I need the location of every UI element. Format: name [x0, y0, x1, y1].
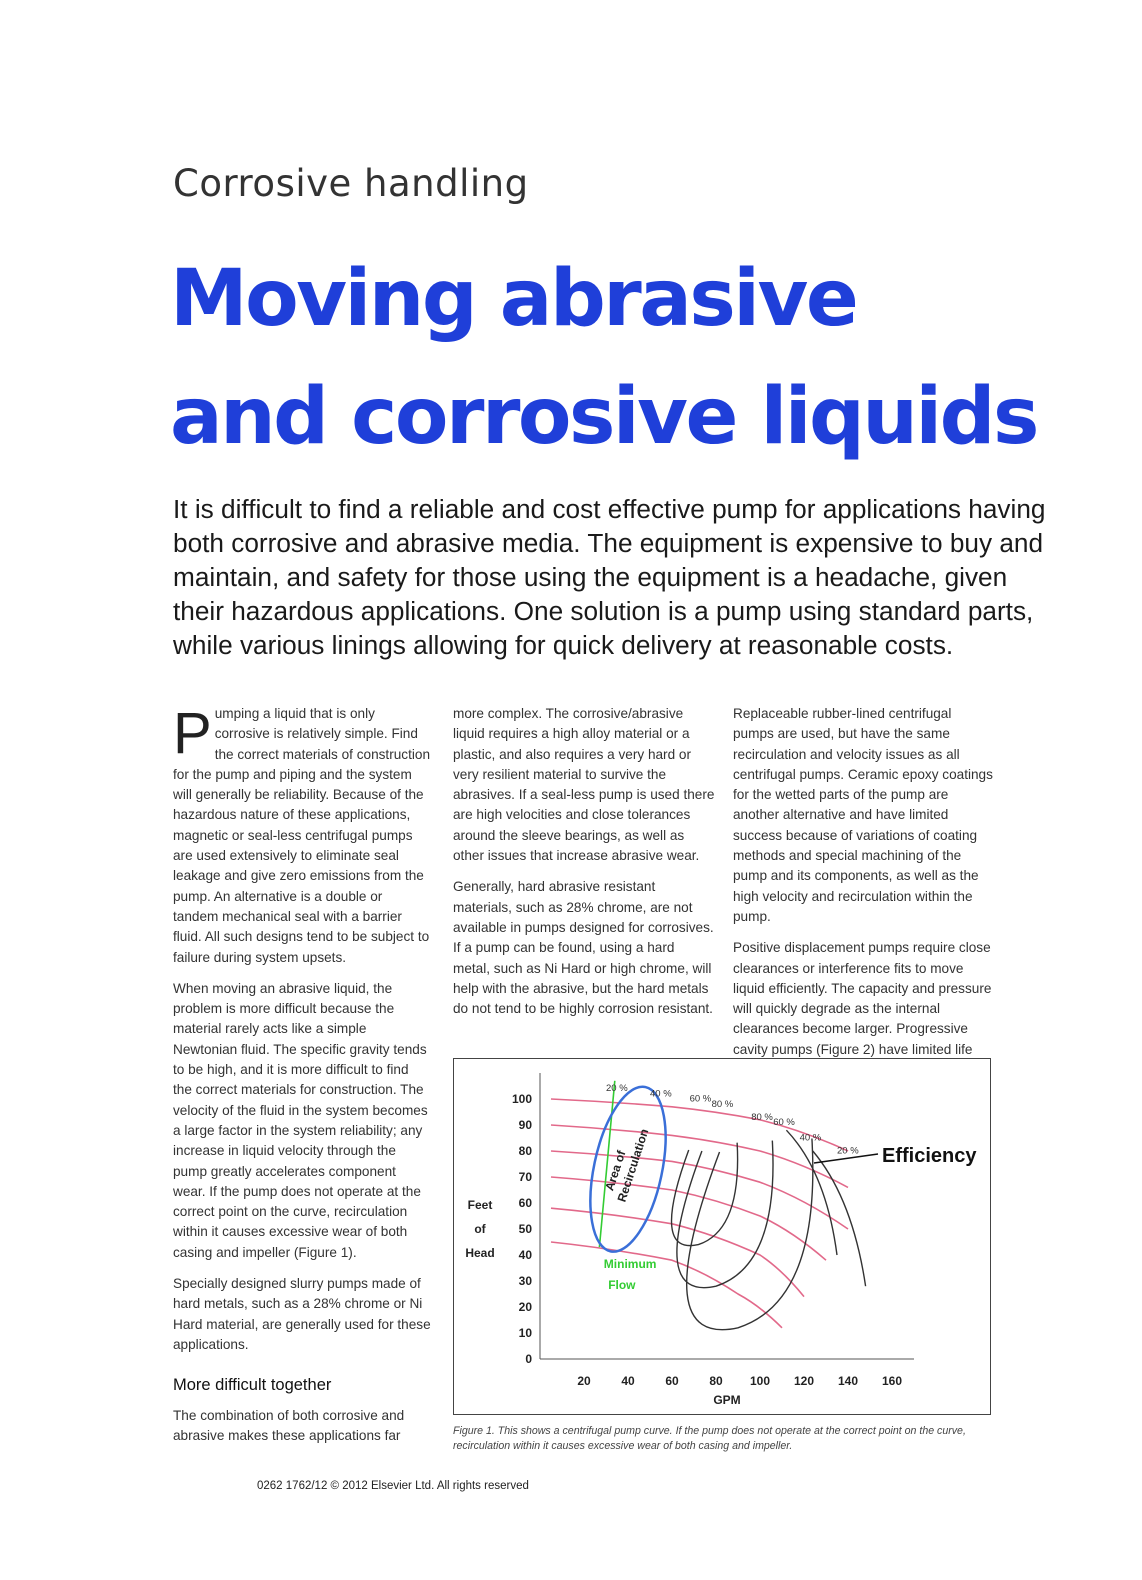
efficiency-percent-label: 80 % [712, 1099, 734, 1110]
efficiency-percent-label: 60 % [690, 1094, 712, 1105]
y-tick-label: 30 [519, 1274, 533, 1288]
footer-copyright: 0262 1762/12 © 2012 Elsevier Ltd. All ri… [257, 1480, 529, 1492]
x-tick-label: 60 [665, 1374, 679, 1388]
efficiency-curve [676, 1140, 774, 1289]
minimum-flow-line [598, 1080, 616, 1248]
y-tick-label: 50 [519, 1222, 533, 1236]
x-tick-label: 100 [750, 1374, 770, 1388]
min-flow-label-line1: Minimum [604, 1257, 657, 1271]
min-flow-label-line2: Flow [608, 1278, 636, 1292]
x-tick-label: 160 [882, 1374, 902, 1388]
head-curve [550, 1176, 827, 1261]
column-3: Replaceable rubber-lined centrifugal pum… [733, 704, 995, 1091]
pump-curve-chart: 0 10 20 30 40 50 60 70 80 90 100 20 40 60 80 100 120 140 1… [465, 1073, 977, 1407]
efficiency-curve [812, 1150, 867, 1287]
head-curve [550, 1150, 849, 1230]
paragraph: more complex. The corrosive/abrasive liq… [453, 706, 715, 864]
y-tick-label: 80 [519, 1144, 533, 1158]
section-label: Corrosive handling [173, 162, 529, 205]
subheading: More difficult together [173, 1376, 332, 1395]
drop-cap: P [173, 701, 212, 766]
x-tick-label: 120 [794, 1374, 814, 1388]
efficiency-label: Efficiency [882, 1145, 977, 1167]
x-tick-label: 80 [709, 1374, 723, 1388]
y-tick-label: 20 [519, 1300, 533, 1314]
lead-paragraph: It is difficult to find a reliable and c… [173, 494, 1046, 660]
x-tick-label: 140 [838, 1374, 858, 1388]
efficiency-percent-label: 40 % [650, 1088, 672, 1099]
efficiency-percent-label: 40 % [800, 1133, 822, 1144]
article-title: Moving abrasive and corrosive liquids [170, 240, 1110, 476]
y-tick-label: 100 [512, 1092, 532, 1106]
y-axis-label-word: Head [465, 1246, 494, 1260]
y-tick-label: 90 [519, 1118, 533, 1132]
paragraph: The combination of both corrosive and ab… [173, 1407, 405, 1443]
y-tick-label: 10 [519, 1326, 533, 1340]
efficiency-arrow [813, 1153, 879, 1164]
paragraph: When moving an abrasive liquid, the prob… [173, 980, 428, 1260]
y-axis-label-word: Feet [468, 1198, 493, 1212]
paragraph: Specially designed slurry pumps made of … [173, 1276, 431, 1352]
head-curve [550, 1207, 805, 1298]
title-line-2: and corrosive liquids [170, 372, 1039, 462]
figure-1: 0 10 20 30 40 50 60 70 80 90 100 20 40 60 80 100 120 140 1… [453, 1058, 991, 1415]
efficiency-percent-label: 20 % [837, 1146, 859, 1157]
figure-caption: Figure 1. This shows a centrifugal pump … [453, 1425, 966, 1452]
y-tick-label: 0 [525, 1352, 532, 1366]
efficiency-curve [785, 1129, 838, 1256]
efficiency-percent-label: 60 % [773, 1117, 795, 1128]
efficiency-percent-label: 20 % [606, 1083, 628, 1094]
title-line-1: Moving abrasive [170, 254, 859, 344]
x-tick-label: 40 [621, 1374, 635, 1388]
y-tick-label: 60 [519, 1196, 533, 1210]
y-axis-label-word: of [474, 1222, 486, 1236]
column-2: more complex. The corrosive/abrasive liq… [453, 704, 715, 1030]
recirculation-area [589, 1085, 667, 1253]
efficiency-curve [686, 1138, 814, 1331]
head-curve [550, 1098, 849, 1152]
y-tick-label: 40 [519, 1248, 533, 1262]
x-tick-label: 20 [577, 1374, 591, 1388]
paragraph: Generally, hard abrasive resistant mater… [453, 879, 714, 1017]
efficiency-curve [670, 1142, 739, 1247]
paragraph: Replaceable rubber-lined centrifugal pum… [733, 706, 993, 924]
x-axis-label: GPM [713, 1393, 740, 1407]
head-curve [550, 1241, 783, 1329]
efficiency-percent-label: 80 % [751, 1112, 773, 1123]
y-tick-label: 70 [519, 1170, 533, 1184]
